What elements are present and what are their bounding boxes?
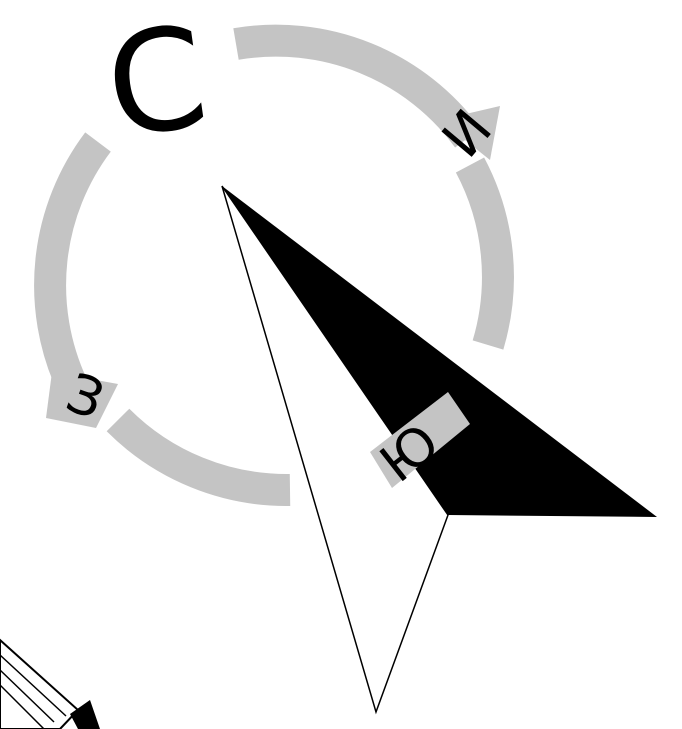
corner-object-tip — [70, 700, 100, 729]
ring-arc-south-west — [118, 420, 290, 490]
ring-arc-east — [470, 165, 498, 345]
ring-arc-west — [50, 142, 98, 385]
north-label: С — [97, 0, 217, 171]
corner-object — [0, 640, 100, 729]
